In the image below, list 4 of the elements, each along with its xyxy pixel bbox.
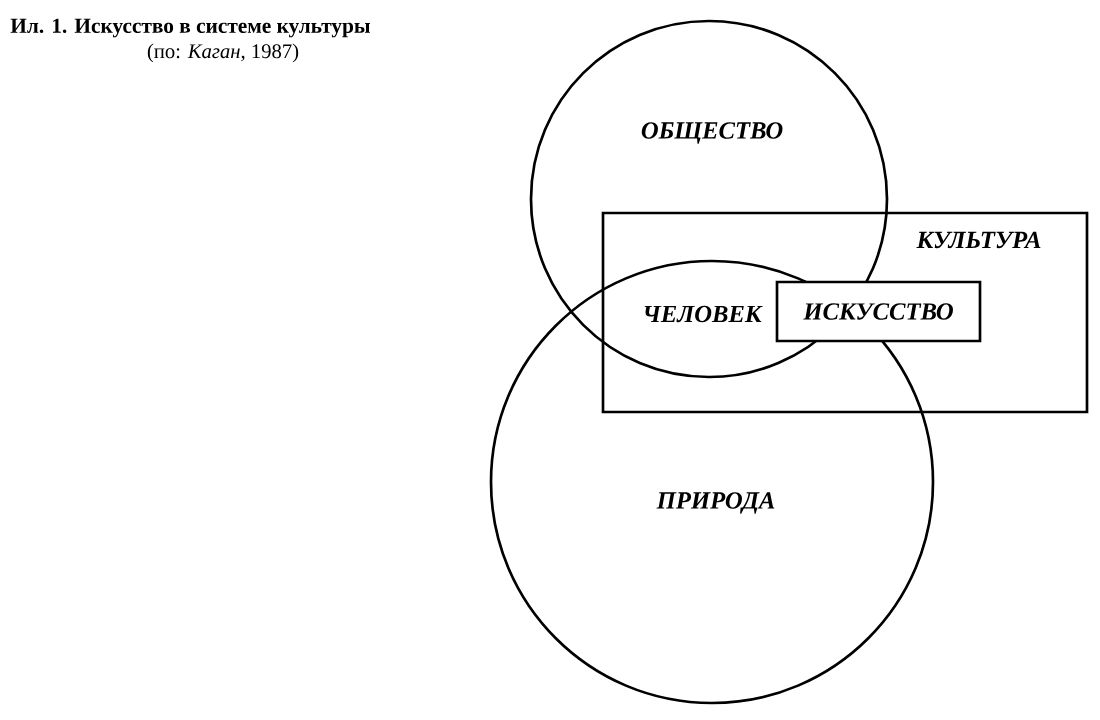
text-box: ИСКУССТВО [775,280,982,343]
region-label: ЧЕЛОВЕК [644,305,763,323]
source-note: (по: Каган, 1987) [147,43,299,63]
figure-title: Ил. 1. Искусство в системе культуры [10,18,370,38]
